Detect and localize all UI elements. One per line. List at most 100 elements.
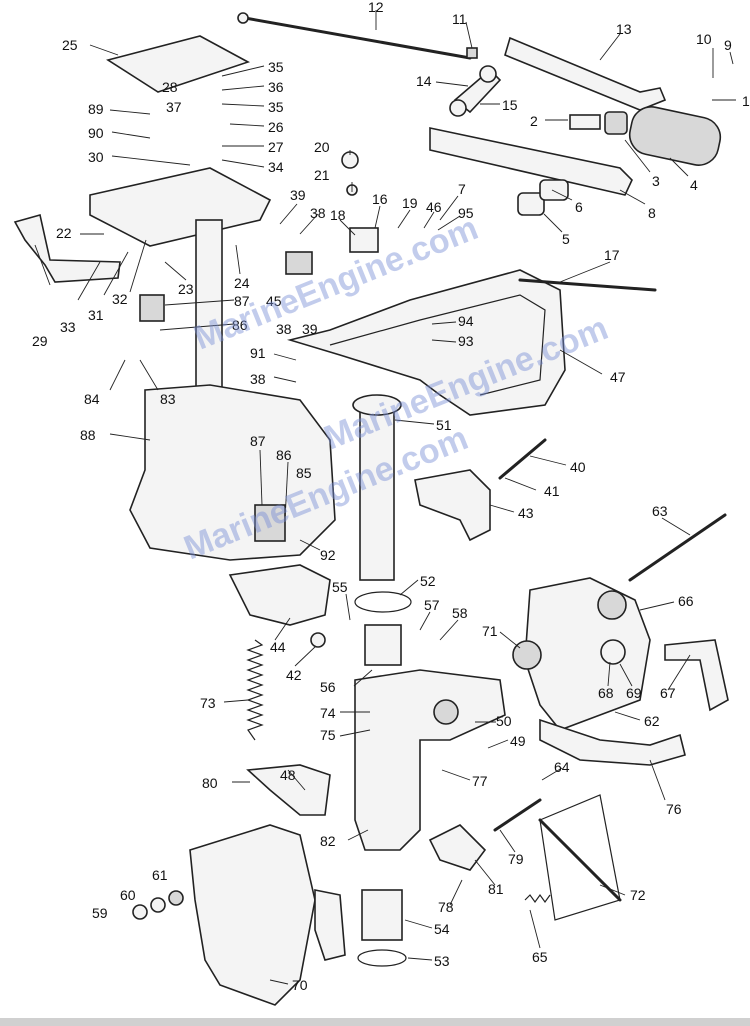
- part-67-screw: [664, 639, 729, 712]
- part-29-bracket: [13, 214, 121, 283]
- callout-60: 60: [120, 887, 136, 903]
- callout-32: 32: [112, 291, 128, 307]
- callout-16: 16: [372, 191, 388, 207]
- callout-25: 25: [62, 37, 78, 53]
- callout-15: 15: [502, 97, 518, 113]
- callout-84: 84: [84, 391, 100, 407]
- callout-29: 29: [32, 333, 48, 349]
- part-51-column: [359, 399, 395, 581]
- part-82-housing: [354, 669, 506, 851]
- callout-10: 10: [696, 31, 712, 47]
- callout-55: 55: [332, 579, 348, 595]
- callout-87-a: 87: [234, 293, 250, 309]
- part-8-tiller-arm: [429, 127, 633, 196]
- callout-46: 46: [426, 199, 442, 215]
- callout-61: 61: [152, 867, 168, 883]
- callout-48: 48: [280, 767, 296, 783]
- callout-numbers: 1 2 3 4 5 6 7 8 9 10 11 12 13 14 15 16 1…: [32, 0, 750, 993]
- callout-92: 92: [320, 547, 336, 563]
- callout-33: 33: [60, 319, 76, 335]
- callout-56: 56: [320, 679, 336, 695]
- callout-leaders: [34, 10, 736, 985]
- callout-36: 36: [268, 79, 284, 95]
- callout-13: 13: [616, 21, 632, 37]
- callout-50: 50: [496, 713, 512, 729]
- callout-12: 12: [368, 0, 384, 15]
- callout-54: 54: [434, 921, 450, 937]
- callout-67: 67: [660, 685, 676, 701]
- part-30-housing: [89, 167, 272, 247]
- callout-53: 53: [434, 953, 450, 969]
- part-44-shield: [228, 564, 331, 626]
- callout-65: 65: [532, 949, 548, 965]
- callout-23: 23: [178, 281, 194, 297]
- part-13-bracket: [504, 36, 667, 111]
- part-80-arm: [246, 764, 331, 816]
- callout-79: 79: [508, 851, 524, 867]
- callout-49: 49: [510, 733, 526, 749]
- callout-95: 95: [458, 205, 474, 221]
- callout-22: 22: [56, 225, 72, 241]
- part-43-shield: [414, 469, 491, 542]
- callout-44: 44: [270, 639, 286, 655]
- callout-90: 90: [88, 125, 104, 141]
- callout-51: 51: [436, 417, 452, 433]
- callout-82: 82: [320, 833, 336, 849]
- callout-73: 73: [200, 695, 216, 711]
- callout-39-b: 39: [302, 321, 318, 337]
- callout-85: 85: [296, 465, 312, 481]
- callout-57: 57: [424, 597, 440, 613]
- callout-20: 20: [314, 139, 330, 155]
- callout-87-b: 87: [250, 433, 266, 449]
- callout-88: 88: [80, 427, 96, 443]
- callout-21: 21: [314, 167, 330, 183]
- callout-94: 94: [458, 313, 474, 329]
- callout-72: 72: [630, 887, 646, 903]
- part-66-clamp: [524, 577, 651, 731]
- callout-81: 81: [488, 881, 504, 897]
- callout-75: 75: [320, 727, 336, 743]
- callout-1: 1: [742, 93, 750, 109]
- part-73-spring: [246, 639, 264, 741]
- callout-63: 63: [652, 503, 668, 519]
- callout-71: 71: [482, 623, 498, 639]
- callout-69: 69: [626, 685, 642, 701]
- callout-42: 42: [286, 667, 302, 683]
- callout-2: 2: [530, 113, 538, 129]
- callout-24: 24: [234, 275, 250, 291]
- callout-86-a: 86: [232, 317, 248, 333]
- callout-3: 3: [652, 173, 660, 189]
- callout-30: 30: [88, 149, 104, 165]
- callout-38-b: 38: [276, 321, 292, 337]
- part-72-stand: [539, 794, 621, 921]
- callout-91: 91: [250, 345, 266, 361]
- callout-37: 37: [166, 99, 182, 115]
- part-47-frame: [286, 269, 566, 416]
- callout-68: 68: [598, 685, 614, 701]
- callout-18: 18: [330, 207, 346, 223]
- callout-62: 62: [644, 713, 660, 729]
- part-76-clamp: [539, 718, 686, 766]
- callout-43: 43: [518, 505, 534, 521]
- callout-64: 64: [554, 759, 570, 775]
- callout-6: 6: [575, 199, 583, 215]
- callout-59: 59: [92, 905, 108, 921]
- parts-illustration: [13, 12, 729, 1006]
- callout-5: 5: [562, 231, 570, 247]
- callout-38-a: 38: [310, 205, 326, 221]
- callout-19: 19: [402, 195, 418, 211]
- callout-89: 89: [88, 101, 104, 117]
- callout-11: 11: [452, 11, 467, 27]
- callout-70: 70: [292, 977, 308, 993]
- callout-47: 47: [610, 369, 626, 385]
- callout-77: 77: [472, 773, 488, 789]
- callout-83: 83: [160, 391, 176, 407]
- callout-26: 26: [268, 119, 284, 135]
- callout-39-a: 39: [290, 187, 306, 203]
- callout-27: 27: [268, 139, 284, 155]
- callout-78: 78: [438, 899, 454, 915]
- callout-9: 9: [724, 37, 732, 53]
- callout-74: 74: [320, 705, 336, 721]
- callout-35-b: 35: [268, 99, 284, 115]
